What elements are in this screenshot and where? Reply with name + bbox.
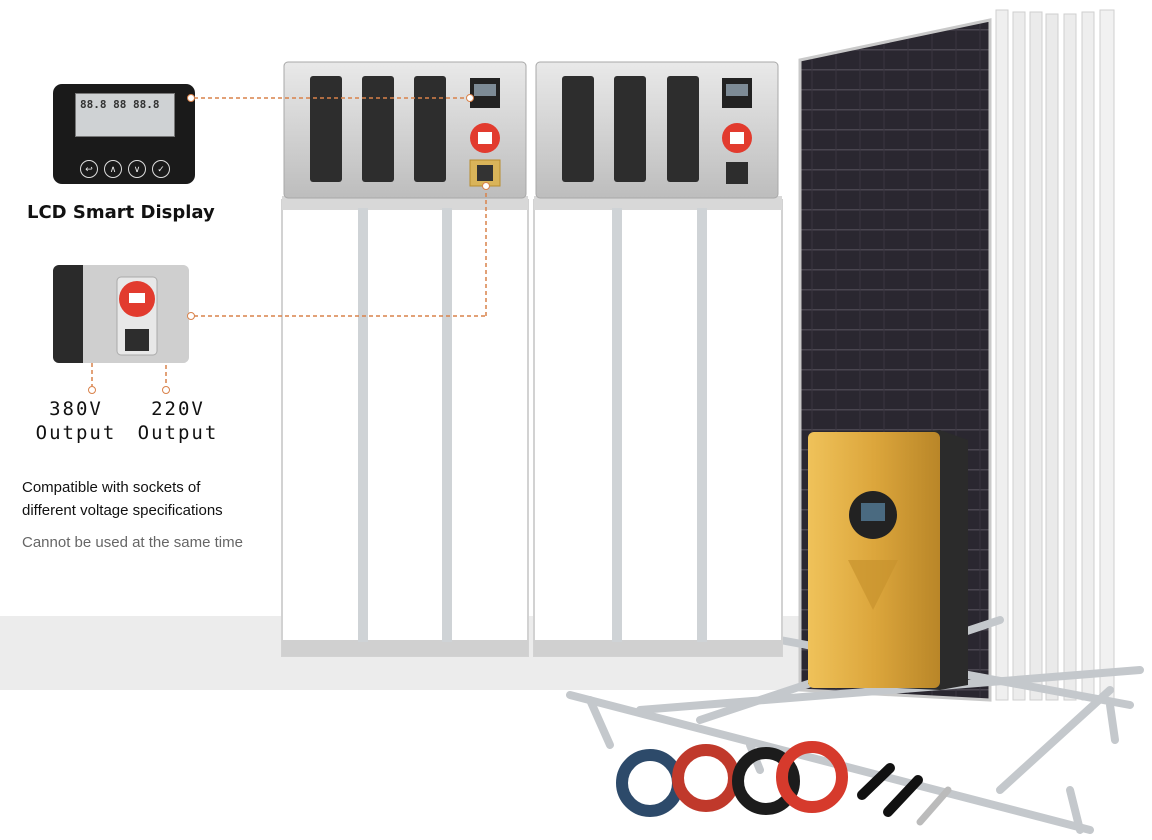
output-220v-dot: [162, 386, 170, 394]
lcd-caption: LCD Smart Display: [27, 202, 215, 223]
socket-thumbnail: [53, 265, 189, 363]
compatibility-line-1: Compatible with sockets of: [22, 479, 201, 496]
usage-note: Cannot be used at the same time: [22, 534, 243, 551]
compatibility-text: Compatible with sockets of different vol…: [22, 476, 282, 522]
output-380v-label: 380V Output: [30, 397, 122, 445]
compatibility-line-2: different voltage specifications: [22, 502, 223, 519]
output-220v-voltage: 220V: [151, 398, 205, 420]
socket-target-dot: [482, 182, 490, 190]
battery-cabinet-left: [281, 61, 529, 657]
output-220v-text: Output: [137, 422, 219, 444]
lcd-target-dot: [466, 94, 474, 102]
output-380v-text: Output: [35, 422, 117, 444]
down-button-icon: ∨: [128, 160, 146, 178]
lcd-display-thumbnail: 88.8 88 88.8 ↩ ∧ ∨ ✓: [53, 84, 195, 184]
socket-illustration: [53, 265, 189, 363]
output-380v-voltage: 380V: [49, 398, 103, 420]
up-button-icon: ∧: [104, 160, 122, 178]
battery-cabinet-right: [533, 61, 783, 657]
back-button-icon: ↩: [80, 160, 98, 178]
lcd-screen: 88.8 88 88.8: [75, 93, 175, 137]
output-220v-label: 220V Output: [132, 397, 224, 445]
lcd-screen-digits: 88.8 88 88.8: [80, 98, 160, 111]
output-380v-dot: [88, 386, 96, 394]
socket-leader-dot: [187, 312, 195, 320]
confirm-button-icon: ✓: [152, 160, 170, 178]
lcd-leader-dot: [187, 94, 195, 102]
cable-coils: [616, 741, 952, 826]
solar-inverter: [808, 430, 968, 690]
